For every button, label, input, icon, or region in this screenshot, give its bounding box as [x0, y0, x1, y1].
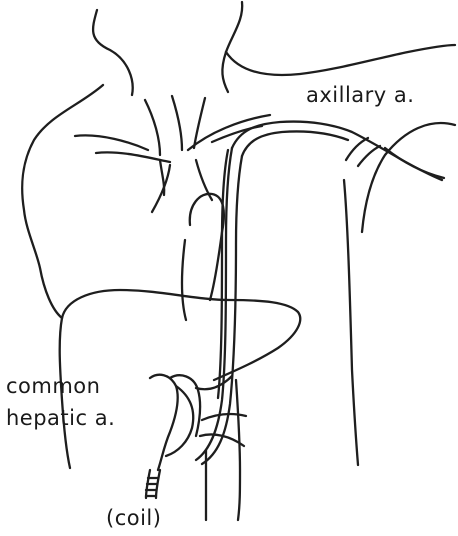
neck-muscle-2 — [172, 96, 182, 150]
heart-left-border — [182, 240, 186, 320]
label-coil: (coil) — [106, 508, 161, 529]
hepatic-artery-left — [150, 375, 178, 470]
aorta-down — [236, 380, 240, 520]
neck-muscle-1 — [145, 100, 160, 155]
right-body-outline — [344, 180, 358, 465]
aortic-arch — [190, 194, 224, 300]
axillary-vessel-tick-2 — [358, 146, 380, 166]
axillary-artery-lower — [242, 131, 348, 156]
right-shoulder-outline — [226, 45, 455, 75]
neck-right-outline — [222, 2, 242, 92]
liver-outline — [62, 290, 300, 380]
label-hepatic-artery: hepatic a. — [6, 408, 115, 429]
celiac-loop — [166, 386, 193, 456]
left-clavicle — [75, 135, 148, 150]
hepatic-branch-1 — [196, 376, 232, 389]
left-shoulder-outline — [22, 85, 103, 318]
label-axillary-artery: axillary a. — [306, 85, 414, 106]
label-common: common — [6, 376, 100, 397]
neck-left-outline — [93, 10, 133, 95]
arm-vessel — [385, 148, 444, 178]
axillary-artery-upper — [232, 122, 442, 180]
